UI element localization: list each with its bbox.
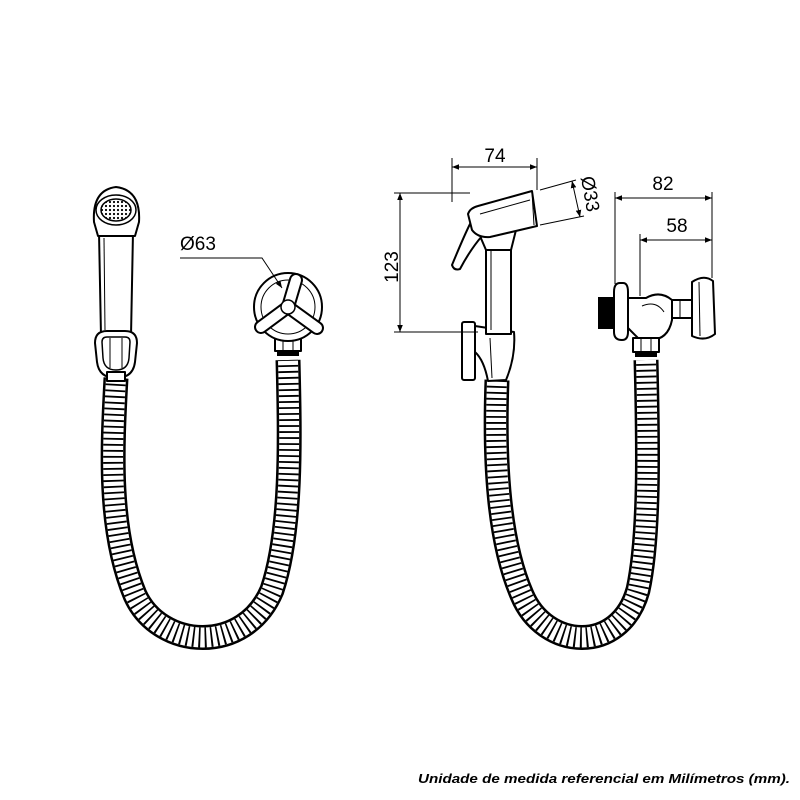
shower-length-label: 74 <box>484 146 506 167</box>
valve-diameter-dimension: Ø63 <box>180 234 283 289</box>
valve-offset-dimension: 58 <box>639 216 712 296</box>
wall-holder-front <box>94 330 138 382</box>
wall-holder-side <box>461 321 516 382</box>
shower-body-side <box>485 243 512 335</box>
side-view-hose <box>483 359 661 650</box>
valve-side <box>598 276 716 357</box>
hand-shower-front <box>92 186 141 337</box>
valve-depth-dimension: 82 <box>614 174 713 284</box>
valve-diameter-label: Ø63 <box>180 234 216 255</box>
shower-length-dimension: 74 <box>451 146 538 202</box>
valve-body-side <box>627 293 673 341</box>
valve-outlet-nut <box>632 337 660 353</box>
shower-height-dimension: 123 <box>382 192 478 333</box>
head-diameter-label: Ø33 <box>576 175 603 214</box>
valve-front <box>253 272 324 356</box>
head-diameter-dimension: Ø33 <box>539 175 603 226</box>
valve-offset-label: 58 <box>666 216 687 237</box>
units-note: Unidade de medida referencial em Milímet… <box>418 771 790 786</box>
shower-lever <box>451 223 483 271</box>
valve-flange-side <box>613 282 629 341</box>
front-view-hose <box>100 359 302 650</box>
shower-head-side <box>467 190 538 239</box>
valve-depth-label: 82 <box>652 174 673 195</box>
hand-shower-side <box>451 190 538 335</box>
shower-height-label: 123 <box>382 251 403 283</box>
spray-face <box>100 198 132 222</box>
wall-connector-nut <box>598 297 614 329</box>
valve-knob <box>691 276 716 340</box>
valve-stem <box>671 299 693 319</box>
